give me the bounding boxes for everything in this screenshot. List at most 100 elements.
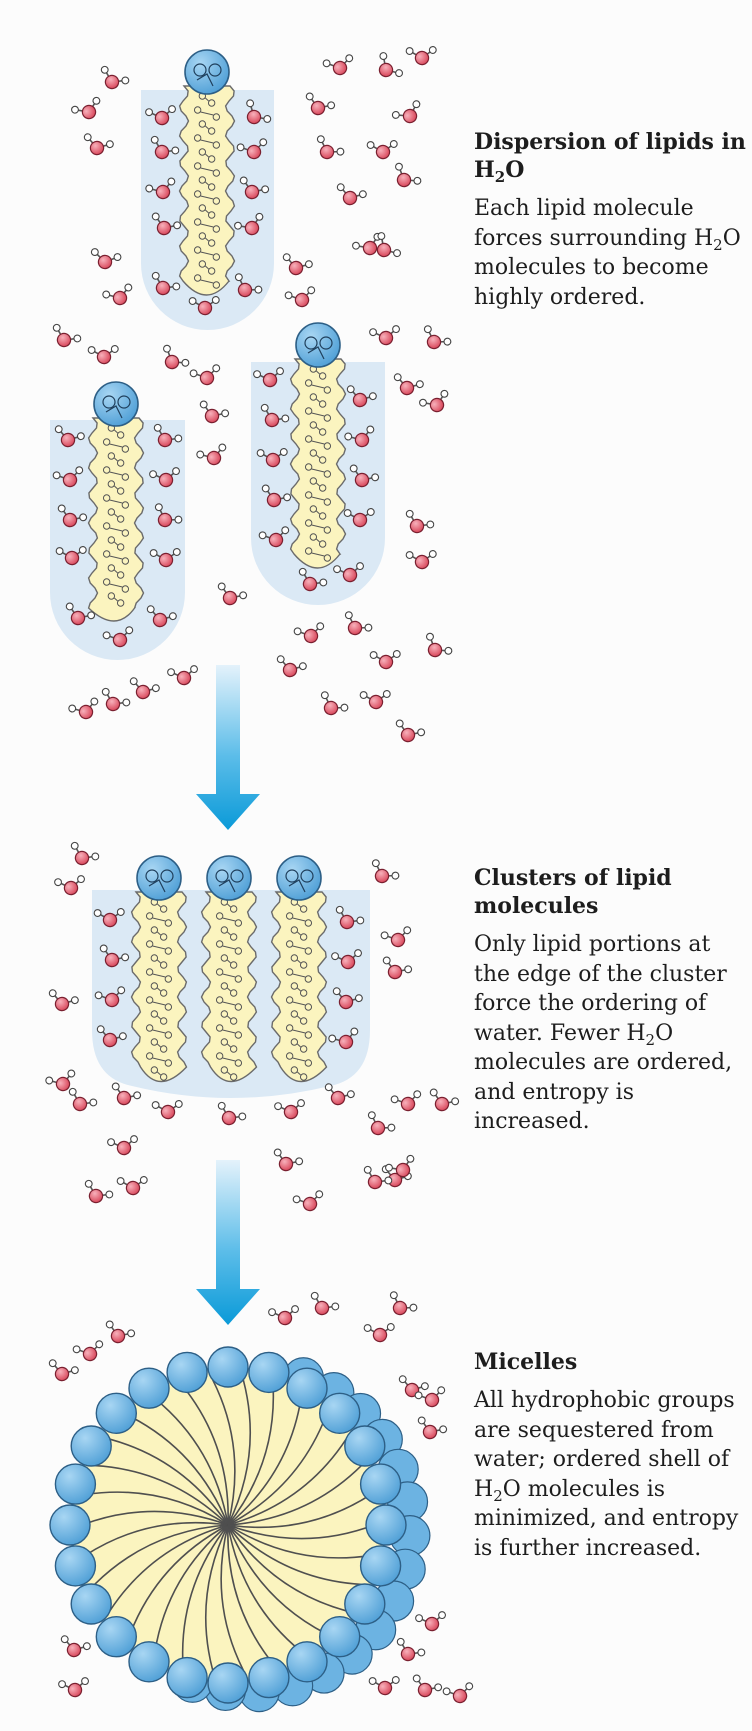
water-molecule bbox=[116, 1176, 148, 1196]
water-molecule bbox=[442, 1682, 474, 1704]
water-molecule bbox=[70, 841, 100, 866]
lipid-molecule-1 bbox=[178, 49, 236, 296]
micelle-tail bbox=[227, 1493, 372, 1529]
micelle-tail bbox=[84, 1521, 229, 1557]
water-molecule bbox=[324, 1083, 355, 1106]
water-molecule bbox=[96, 1025, 127, 1048]
water-molecule bbox=[253, 367, 284, 388]
water-molecule bbox=[343, 508, 375, 528]
hydrophobic-tail bbox=[200, 891, 258, 1083]
water-molecule bbox=[65, 602, 96, 626]
water-molecule bbox=[236, 138, 268, 160]
micelle-tail bbox=[227, 1524, 362, 1586]
water-molecule bbox=[111, 1082, 142, 1106]
water-molecule bbox=[45, 1069, 76, 1092]
water-molecule bbox=[239, 176, 270, 200]
micelle-tail bbox=[109, 1524, 229, 1612]
caption-clusters-title: Clusters of lipid molecules bbox=[474, 865, 672, 919]
water-molecule bbox=[395, 719, 426, 743]
water-molecule bbox=[415, 1611, 446, 1632]
water-molecule bbox=[405, 46, 437, 66]
water-molecule bbox=[153, 423, 183, 448]
water-molecule bbox=[344, 611, 373, 636]
micelle-tail bbox=[211, 1379, 236, 1526]
water-molecule bbox=[83, 133, 114, 156]
hydrophobic-tail bbox=[270, 891, 328, 1083]
water-molecule bbox=[52, 466, 84, 488]
water-molecule bbox=[322, 54, 354, 76]
caption-dispersion-title: Dispersion of lipids in H2O bbox=[474, 129, 746, 186]
polar-head bbox=[93, 381, 139, 427]
water-molecule bbox=[151, 271, 181, 296]
water-molecule bbox=[90, 248, 122, 270]
water-molecule bbox=[234, 212, 264, 236]
micelle-polar-head bbox=[319, 1392, 361, 1435]
water-molecule bbox=[68, 1087, 98, 1112]
micelle-tail bbox=[204, 1524, 229, 1671]
water-molecule bbox=[246, 99, 272, 125]
cluster-lipid-1 bbox=[130, 855, 188, 1083]
water-molecule bbox=[363, 1323, 395, 1343]
water-molecule bbox=[48, 989, 79, 1012]
lipid-molecule-3 bbox=[289, 322, 347, 569]
water-molecule bbox=[234, 273, 263, 298]
water-molecule bbox=[71, 96, 101, 120]
water-molecule bbox=[55, 546, 87, 566]
water-molecule bbox=[371, 859, 400, 884]
water-molecule bbox=[188, 296, 220, 316]
hydrophobic-tail bbox=[87, 417, 145, 622]
water-molecule bbox=[391, 100, 421, 124]
water-molecule bbox=[274, 1099, 305, 1120]
water-molecule bbox=[332, 987, 363, 1010]
micelle-tail bbox=[227, 1379, 252, 1526]
water-molecule bbox=[335, 905, 365, 930]
water-molecule bbox=[273, 1148, 304, 1172]
water-molecule bbox=[405, 550, 437, 570]
micelle-polar-head bbox=[128, 1367, 170, 1409]
water-molecule bbox=[359, 690, 391, 710]
water-molecule bbox=[87, 345, 119, 365]
micelle-tail bbox=[227, 1398, 302, 1526]
polar-head bbox=[276, 855, 322, 901]
water-molecule bbox=[389, 1291, 418, 1316]
water-molecule bbox=[258, 526, 290, 548]
water-molecule bbox=[333, 562, 364, 583]
polar-head bbox=[136, 855, 182, 901]
water-molecule bbox=[163, 344, 190, 370]
water-molecule bbox=[417, 1416, 448, 1440]
water-molecule bbox=[328, 1027, 359, 1050]
water-molecule bbox=[366, 140, 398, 160]
caption-micelles-body: All hydrophobic groups are sequestered f… bbox=[474, 1388, 739, 1561]
water-molecule bbox=[369, 650, 401, 670]
water-molecule bbox=[149, 548, 181, 568]
water-molecule bbox=[346, 385, 377, 408]
caption-dispersion: Dispersion of lipids in H2O Each lipid m… bbox=[474, 128, 746, 312]
water-molecule bbox=[72, 1340, 104, 1362]
water-molecule bbox=[217, 582, 248, 606]
micelle-polar-head bbox=[207, 1662, 249, 1704]
micelle-polar-head bbox=[70, 1425, 112, 1467]
water-molecule bbox=[376, 232, 401, 258]
water-molecule bbox=[149, 467, 180, 488]
hydrophobic-tail bbox=[178, 85, 236, 296]
water-molecule bbox=[58, 1677, 89, 1698]
water-molecule bbox=[101, 687, 131, 712]
micelle-tail bbox=[129, 1415, 229, 1526]
hydrophobic-tail bbox=[130, 891, 188, 1083]
micelle-tail bbox=[220, 1524, 245, 1671]
water-molecule bbox=[412, 1674, 443, 1698]
water-molecule bbox=[94, 986, 126, 1008]
micelle-polar-head bbox=[166, 1351, 208, 1394]
water-molecule bbox=[100, 65, 130, 90]
micelle-tail bbox=[227, 1524, 375, 1540]
water-molecule bbox=[380, 926, 412, 948]
water-molecule bbox=[167, 665, 198, 686]
micelle-tail bbox=[182, 1385, 229, 1526]
micelle-polar-head bbox=[286, 1367, 328, 1409]
water-molecule bbox=[102, 626, 134, 648]
water-molecule bbox=[292, 1190, 324, 1212]
water-molecule bbox=[382, 956, 413, 980]
water-molecule bbox=[145, 177, 176, 200]
micelle-polar-head bbox=[286, 1641, 328, 1683]
water-molecule bbox=[150, 135, 180, 160]
